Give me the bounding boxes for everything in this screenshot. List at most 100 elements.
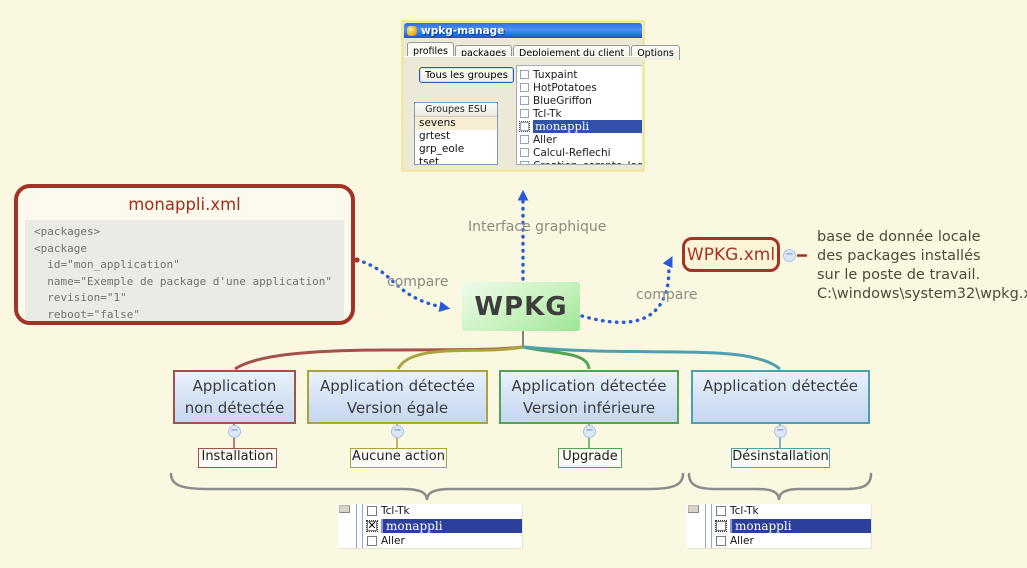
package-label: HotPotatoes	[533, 81, 597, 94]
checkbox-icon[interactable]	[716, 506, 726, 517]
branch-edge-3	[522, 345, 591, 370]
brace-right	[687, 472, 873, 501]
checkbox-icon[interactable]	[519, 121, 530, 132]
checkbox-icon[interactable]	[520, 109, 529, 118]
checkbox-icon[interactable]	[716, 535, 726, 546]
list-item[interactable]: monappli	[713, 519, 871, 534]
list-item[interactable]: Aller	[713, 533, 871, 548]
list-item-label: Tcl-Tk	[381, 505, 410, 518]
list-item-label: monappli	[730, 519, 871, 533]
checkbox-icon[interactable]	[520, 83, 529, 92]
checkbox-icon[interactable]	[520, 135, 529, 144]
collapse-icon[interactable]: −	[391, 425, 404, 438]
monappli-xml-node[interactable]: monappli.xml <packages><package id="mon_…	[14, 184, 355, 325]
checkbox-icon[interactable]	[520, 70, 529, 79]
brace-left	[169, 472, 685, 501]
action-desinstallation[interactable]: Désinstallation	[731, 448, 830, 468]
node-line1: Application détectée	[319, 377, 476, 395]
action-installation[interactable]: Installation	[198, 448, 277, 468]
xml-node-anchor-dot	[354, 257, 360, 263]
package-label: Aller	[533, 133, 557, 146]
branch-edge-4	[522, 345, 781, 371]
list-item-label: Aller	[381, 534, 405, 547]
node-application-detectee-version-egale[interactable]: Application détectée Version égale	[307, 370, 488, 424]
node-line2: non détectée	[184, 399, 285, 417]
package-row[interactable]: Tcl-Tk	[517, 107, 642, 120]
checkbox-icon[interactable]	[366, 520, 378, 532]
package-row[interactable]: BlueGriffon	[517, 94, 642, 107]
code-line: revision="1"	[34, 291, 127, 304]
package-row[interactable]: Aller	[517, 133, 642, 146]
package-list-screenshot-unchecked: Tcl-Tk monappli Aller	[687, 504, 871, 548]
wpkg-xml-description: base de donnée locale des packages instal…	[817, 228, 1027, 304]
group-item[interactable]: sevens	[415, 117, 497, 130]
collapse-icon[interactable]: −	[783, 249, 796, 262]
code-line: reboot="false"	[34, 307, 140, 321]
tab[interactable]: Options	[631, 45, 680, 60]
package-row[interactable]: Tuxpaint	[517, 68, 642, 81]
app-icon	[407, 25, 417, 36]
package-row[interactable]: Creation_compte_local	[517, 159, 642, 165]
description-line: des packages installés	[817, 248, 981, 264]
action-upgrade[interactable]: Upgrade	[558, 448, 622, 468]
list-corner-button	[339, 505, 350, 513]
wpkg-xml-node[interactable]: WPKG.xml	[682, 237, 780, 272]
node-line1: Application	[192, 377, 277, 395]
collapse-icon[interactable]: −	[774, 425, 787, 438]
package-label: Tcl-Tk	[533, 107, 562, 120]
node-application-non-detectee[interactable]: Application non détectée	[173, 370, 296, 424]
checkbox-icon[interactable]	[520, 148, 529, 157]
node-line2: Version égale	[346, 399, 449, 417]
list-item-label: Aller	[730, 534, 754, 547]
list-gutter	[687, 504, 713, 548]
description-line: C:\windows\system32\wpkg.xml	[817, 286, 1027, 302]
node-application-detectee[interactable]: Application détectée	[691, 370, 870, 424]
node-line2: Version inférieure	[522, 399, 656, 417]
package-list: Tuxpaint HotPotatoes BlueGriffon Tcl-Tk …	[516, 65, 642, 165]
list-corner-button	[688, 505, 699, 513]
list-gutter	[338, 504, 364, 548]
code-line: <package	[34, 241, 87, 255]
group-item[interactable]: grp_eole	[419, 143, 465, 155]
collapse-icon[interactable]: −	[583, 425, 596, 438]
package-row[interactable]: HotPotatoes	[517, 81, 642, 94]
package-label: BlueGriffon	[533, 94, 592, 107]
package-label: Creation_compte_local	[533, 160, 642, 165]
group-item[interactable]: tset	[419, 156, 440, 165]
package-label: monappli	[533, 120, 642, 133]
tab[interactable]: profiles	[407, 42, 454, 58]
list-item-label: monappli	[381, 519, 522, 533]
checkbox-icon[interactable]	[367, 535, 377, 546]
checkbox-icon[interactable]	[520, 96, 529, 105]
wpkg-root-node[interactable]: WPKG	[462, 282, 580, 331]
package-row[interactable]: monappli	[517, 120, 642, 133]
action-aucune-action[interactable]: Aucune action	[350, 448, 447, 468]
list-item[interactable]: Aller	[364, 533, 522, 548]
package-label: Calcul-Reflechi	[533, 146, 611, 159]
node-line2	[693, 397, 868, 419]
list-item[interactable]: Tcl-Tk	[713, 504, 871, 519]
package-label: Tuxpaint	[533, 68, 578, 81]
group-item[interactable]: grtest	[419, 130, 451, 142]
window-titlebar[interactable]: wpkg-manage	[404, 23, 642, 38]
package-row[interactable]: Calcul-Reflechi	[517, 146, 642, 159]
checkbox-icon[interactable]	[367, 506, 377, 517]
monappli-xml-title: monappli.xml	[128, 195, 241, 214]
node-application-detectee-version-inferieure[interactable]: Application détectée Version inférieure	[499, 370, 679, 424]
code-line: <packages>	[34, 225, 101, 238]
description-line: base de donnée locale	[817, 229, 981, 245]
description-line: sur le poste de travail.	[817, 267, 981, 283]
list-item[interactable]: Tcl-Tk	[364, 504, 522, 519]
groups-header: Groupes ESU	[415, 103, 497, 117]
node-line1: Application détectée	[511, 377, 667, 395]
checkbox-icon[interactable]	[715, 520, 727, 532]
branch-edge-2	[396, 345, 524, 370]
tous-les-groupes-button[interactable]: Tous les groupes	[419, 67, 514, 83]
collapse-icon[interactable]: −	[228, 425, 241, 438]
checkbox-icon[interactable]	[520, 161, 529, 164]
list-item[interactable]: monappli	[364, 519, 522, 534]
